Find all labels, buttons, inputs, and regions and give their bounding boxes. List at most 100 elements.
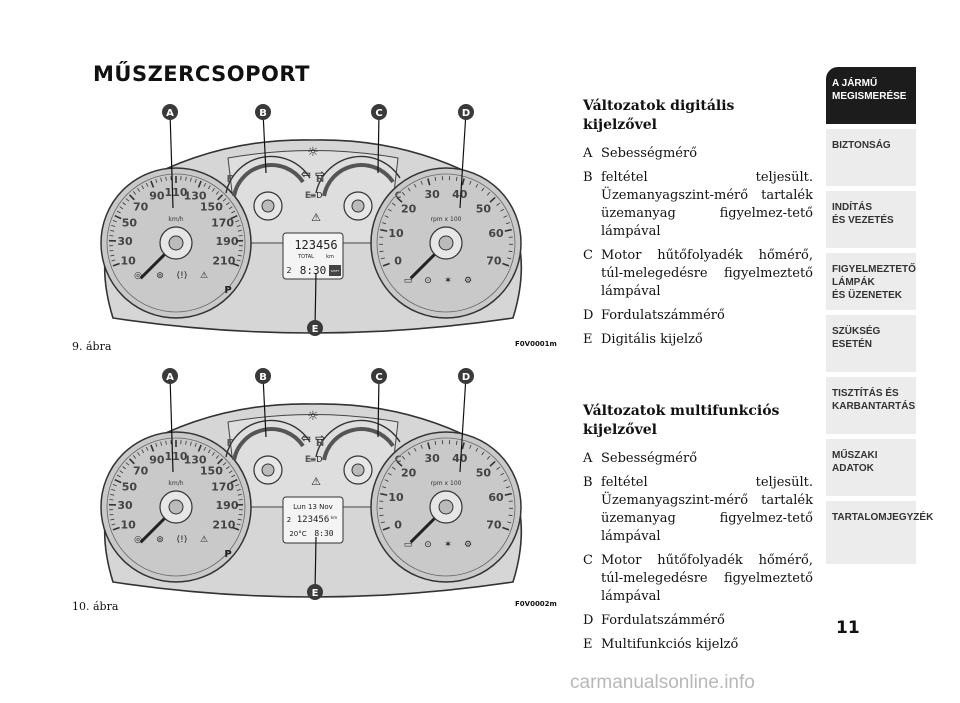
temp-gauge-letter: H [316, 174, 324, 185]
callout-b-label: B [259, 372, 267, 383]
speedometer-tick [228, 206, 233, 210]
display-frame [282, 496, 344, 544]
tachometer-ring [376, 173, 516, 313]
tachometer-tick [508, 250, 513, 253]
speedometer-tick-label: 190 [216, 499, 239, 512]
temp-gauge-letter: C [395, 191, 402, 201]
odometer-value: 123456 [297, 515, 330, 525]
tachometer-tick [486, 192, 491, 196]
tachometer-tick [384, 215, 389, 218]
speedometer-tick [137, 188, 141, 192]
warning-light-icon: ⚙ [464, 276, 472, 286]
date-value: Lun 13 Nov [293, 503, 333, 511]
tachometer-tick [475, 447, 479, 452]
parking-brake-icon: P [224, 285, 231, 296]
speedometer-tick [165, 176, 167, 181]
speedometer-tick [231, 474, 236, 478]
turn-signal-icon: ⇦ ⇨ [301, 431, 325, 445]
fuel-gauge-arc [225, 419, 311, 458]
temp-gauge-hub-cap [351, 199, 365, 213]
speedometer-tick [165, 440, 167, 445]
speedometer-tick [232, 526, 240, 531]
speedometer-tick [237, 494, 242, 496]
fuel-gauge-letter: F [227, 174, 234, 185]
speedometer-tick [110, 494, 115, 496]
callout-c-bubble [371, 104, 387, 120]
speedometer-tick [190, 441, 192, 446]
sidebar-tab-1[interactable]: A JÁRMŰ MEGISMERÉSE [826, 67, 916, 129]
speedometer-tick [235, 484, 240, 487]
sidebar-tab-8[interactable]: TARTALOMJEGYZÉK [826, 501, 933, 569]
temp-gauge-letter: C [395, 455, 402, 465]
temp-gauge-arc [315, 155, 401, 194]
sidebar-tab-7[interactable]: MŰSZAKI ADATOK [826, 439, 916, 501]
legend-text: feltétel teljesült. Üzemanyagszint-mérő … [601, 170, 813, 239]
speedometer-tick [211, 452, 215, 456]
sidebar-tab-4[interactable]: FIGYELMEZTETŐ LÁMPÁK ÉS ÜZENETEK [826, 253, 916, 315]
sidebar-tab-3[interactable]: INDÍTÁS ÉS VEZETÉS [826, 191, 916, 253]
legend-letter: D [583, 308, 594, 323]
light-icon: ☼ [307, 409, 319, 424]
legend-text: Digitális kijelző [601, 332, 703, 347]
display-frame [282, 232, 344, 280]
speedometer-tick [112, 484, 117, 487]
callout-d-bubble [458, 368, 474, 384]
callout-d-line [459, 111, 467, 209]
speedometer-hub-cap [168, 235, 184, 251]
speedometer-tick [194, 442, 197, 448]
speedometer-tick [116, 210, 121, 214]
speedometer-tick-label: 90 [149, 454, 165, 467]
warning-light-icon: ⊚ [156, 535, 164, 545]
tachometer-tick [434, 440, 437, 445]
sidebar-tab-6[interactable]: TISZTÍTÁS ÉS KARBANTARTÁS [826, 377, 916, 439]
fuel-gauge: FE [225, 419, 311, 485]
legend-text: Motor hűtőfolyadék hőmérő, túl-melegedés… [601, 553, 813, 604]
speedometer-tick [207, 449, 211, 454]
tachometer-hub-cap [438, 499, 454, 515]
speedometer-tick [111, 523, 116, 526]
legend-text: Motor hűtőfolyadék hőmérő, túl-melegedés… [601, 248, 813, 299]
shift-indicator [329, 265, 341, 276]
speedometer-tick [110, 518, 115, 521]
speedometer-tick [207, 185, 211, 190]
fuel-gauge-scale [232, 163, 305, 197]
warning-light-icon: (!) [177, 535, 188, 545]
tachometer-tick [481, 451, 485, 456]
tachometer-tick [387, 208, 392, 212]
hazard-icon: ⚠ [311, 211, 321, 224]
speedometer-tick [145, 182, 149, 187]
fuel-gauge-letter: F [227, 438, 234, 449]
speedometer-tick [116, 474, 121, 478]
tachometer-tick [508, 514, 513, 517]
speedometer-tick [119, 470, 124, 474]
speedometer-tick [238, 235, 243, 237]
sidebar-tab-5[interactable]: SZÜKSÉG ESETÉN [826, 315, 916, 377]
fuel-gauge-letter: E [305, 455, 311, 465]
sidebar-tab-2[interactable]: BIZTONSÁG [826, 129, 916, 191]
callout-e-label: E [312, 588, 319, 599]
tachometer-tick [469, 444, 472, 449]
gear-indicator: 2 [287, 516, 291, 524]
gear-indicator: 2 [286, 266, 291, 275]
legend-heading: Változatok digitális kijelzővel [583, 98, 735, 133]
speedometer-tick-label: 170 [211, 480, 234, 493]
tachometer-tick [382, 486, 387, 489]
legend-letter: C [583, 553, 593, 568]
speedometer-tick-label: 10 [120, 518, 136, 531]
tachometer-tick [507, 521, 512, 524]
tachometer-tick-label: 10 [388, 227, 404, 240]
speedometer-tick-label: 190 [216, 235, 239, 248]
callout-a-label: A [166, 372, 174, 383]
speedometer-tick [185, 176, 187, 181]
speedometer-tick [232, 262, 240, 267]
speedometer-tick [237, 254, 242, 257]
speedometer-tick [112, 526, 120, 531]
warning-light-icon: ◎ [134, 271, 142, 281]
legend-letter: C [583, 248, 593, 263]
speedometer-tick [150, 444, 155, 452]
